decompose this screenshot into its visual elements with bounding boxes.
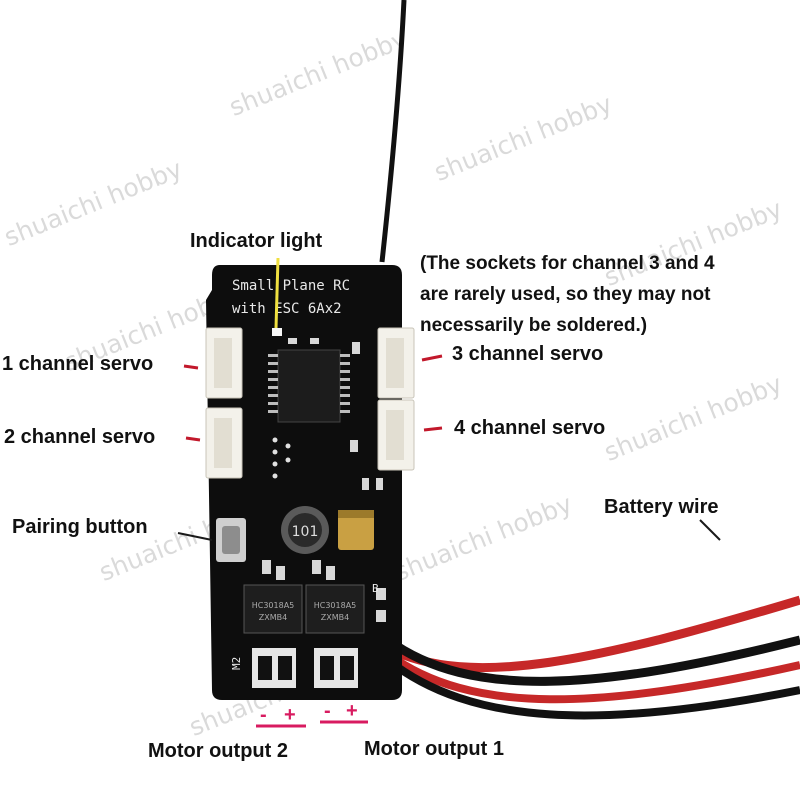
label-channel-2-servo: 2 channel servo xyxy=(4,426,156,448)
chip-pins xyxy=(268,354,350,413)
silkscreen-line-1: Small Plane RC xyxy=(232,278,350,294)
servo-connector-2 xyxy=(205,407,243,479)
mosfet-2-marking-2: ZXMB4 xyxy=(259,613,287,622)
motor-1-plus: + xyxy=(346,700,358,722)
indicator-led xyxy=(272,328,282,336)
label-motor-output-1: Motor output 1 xyxy=(364,738,504,760)
pad-label-b-minus: B- xyxy=(372,582,385,595)
pad-label-m2: M2 xyxy=(230,657,243,670)
label-battery-wire: Battery wire xyxy=(604,496,719,518)
label-channel-1-servo: 1 channel servo xyxy=(2,353,154,375)
polarity-underlines xyxy=(256,720,368,728)
indicator-arrow xyxy=(274,257,280,329)
antenna-wire xyxy=(379,0,407,263)
battery-wire-black xyxy=(385,635,800,686)
silkscreen-line-2: with ESC 6Ax2 xyxy=(232,301,342,317)
motor-2-plus: + xyxy=(284,704,296,726)
smd-components xyxy=(262,338,386,622)
label-motor-output-2: Motor output 2 xyxy=(148,740,288,762)
tantalum-capacitor xyxy=(338,510,374,550)
label-channel-3-servo: 3 channel servo xyxy=(452,343,604,365)
servo-connector-3 xyxy=(377,327,415,399)
note-line-1: (The sockets for channel 3 and 4 xyxy=(420,253,715,274)
motor-2-minus: - xyxy=(260,704,267,726)
via-dots xyxy=(272,437,291,479)
label-channel-4-servo: 4 channel servo xyxy=(454,417,606,439)
mosfet-1 xyxy=(305,584,365,634)
mosfet-2-marking: HC3018A5 xyxy=(252,601,295,610)
label-pairing-button: Pairing button xyxy=(12,516,148,538)
mosfet-2 xyxy=(243,584,303,634)
label-pointers xyxy=(183,354,443,442)
mosfet-1-marking: HC3018A5 xyxy=(314,601,357,610)
label-indicator-light: Indicator light xyxy=(190,230,323,252)
mosfet-1-marking-2: ZXMB4 xyxy=(321,613,349,622)
note-line-3: necessarily be soldered.) xyxy=(420,315,648,336)
motor-1-minus: - xyxy=(324,700,331,722)
inductor-marking: 101 xyxy=(292,524,319,540)
receiver-chip xyxy=(277,349,341,423)
servo-connector-1 xyxy=(205,327,243,399)
battery-wire-black-2 xyxy=(385,656,800,720)
note-line-2: are rarely used, so they may not xyxy=(420,284,711,305)
label-leaders xyxy=(177,519,721,541)
battery-wire-red-2 xyxy=(385,650,800,704)
servo-connector-4 xyxy=(377,399,415,471)
